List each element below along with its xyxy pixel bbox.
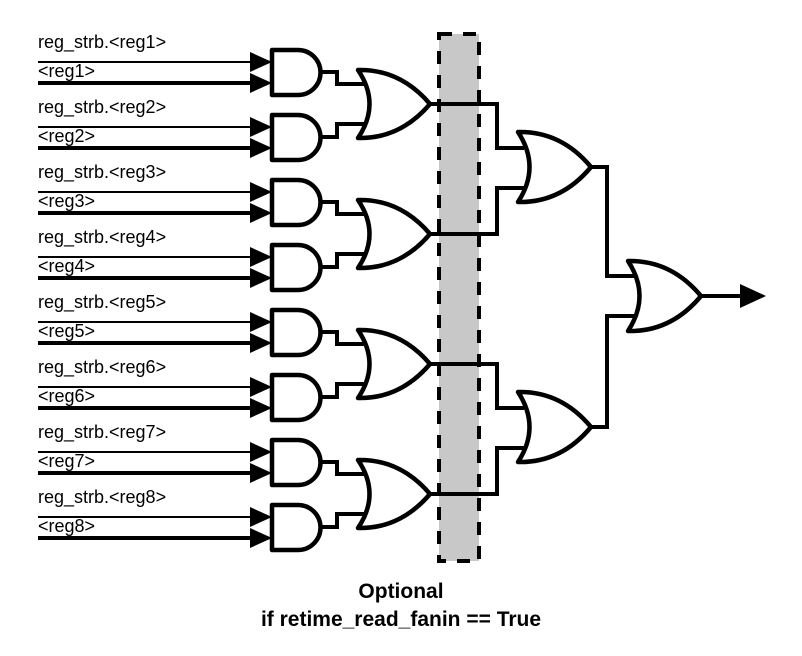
- and-gate-reg4: [272, 245, 321, 290]
- label-reg6-strobe: reg_strb.<reg6>: [38, 357, 167, 377]
- or-gate-l1-c: [355, 327, 433, 401]
- and-gate-reg8: [272, 505, 321, 550]
- or1-to-or2-links: [428, 102, 524, 496]
- output-arrow-icon: [740, 284, 766, 308]
- or-gate-l2-a: [515, 129, 594, 205]
- or-gates-level2-group: [515, 129, 594, 465]
- or-gate-final: [625, 258, 704, 334]
- label-reg2-data: <reg2>: [38, 126, 96, 146]
- and-gate-reg6: [272, 375, 321, 420]
- label-reg4-strobe: reg_strb.<reg4>: [38, 227, 167, 247]
- label-reg1-strobe: reg_strb.<reg1>: [38, 32, 167, 52]
- optional-retiming-box: [437, 32, 481, 563]
- label-reg5-data: <reg5>: [38, 321, 96, 341]
- input-wires-group: [38, 61, 252, 540]
- optional-caption-line2: if retime_read_fanin == True: [260, 608, 542, 631]
- label-reg8-data: <reg8>: [38, 516, 96, 536]
- label-reg8-strobe: reg_strb.<reg8>: [38, 487, 167, 507]
- output-wire-group: [699, 284, 766, 308]
- label-reg3-data: <reg3>: [38, 191, 96, 211]
- and-gate-reg7: [272, 440, 321, 485]
- or-gate-l2-b: [515, 389, 594, 465]
- label-reg1-data: <reg1>: [38, 61, 96, 81]
- and-gate-reg3: [272, 180, 321, 225]
- and-gates-group: [272, 50, 321, 550]
- label-reg4-data: <reg4>: [38, 256, 96, 276]
- or-gates-level1-group: [355, 67, 433, 531]
- input-arrowheads-group: [250, 52, 272, 548]
- or-gate-l1-d: [355, 457, 433, 531]
- label-reg7-data: <reg7>: [38, 451, 96, 471]
- optional-caption-line1: Optional: [358, 580, 444, 603]
- label-reg3-strobe: reg_strb.<reg3>: [38, 162, 167, 182]
- label-reg6-data: <reg6>: [38, 386, 96, 406]
- and-gate-reg1: [272, 50, 321, 95]
- or-gate-l1-b: [355, 197, 433, 271]
- and-gate-reg5: [272, 310, 321, 355]
- label-reg2-strobe: reg_strb.<reg2>: [38, 97, 167, 117]
- and-to-or1-links: [321, 70, 364, 529]
- or2-to-or3-links: [589, 165, 634, 429]
- label-reg7-strobe: reg_strb.<reg7>: [38, 422, 167, 442]
- and-gate-reg2: [272, 115, 321, 160]
- label-reg5-strobe: reg_strb.<reg5>: [38, 292, 167, 312]
- or-gate-l1-a: [355, 67, 433, 141]
